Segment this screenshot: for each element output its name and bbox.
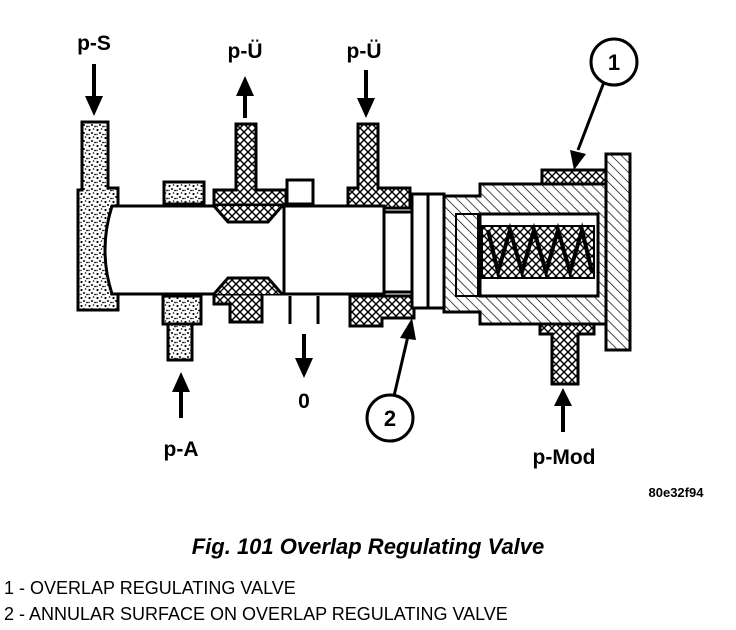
arrow-pu-right-in: [357, 70, 375, 118]
pa-port-channel: [161, 294, 203, 326]
callout-2-leader: [392, 318, 416, 397]
callout-1-leader: [570, 81, 606, 170]
exhaust-port: [285, 178, 315, 206]
label-pu-left: p-Ü: [228, 40, 263, 63]
valve-diagram: 1 2 p-S p-Ü p-Ü p-A 0 p-Mod 80e32f94: [76, 32, 705, 500]
label-pu-right: p-Ü: [347, 40, 382, 63]
regulating-piston: [455, 213, 479, 297]
label-ps: p-S: [77, 32, 111, 55]
arrow-pa-in: [172, 372, 190, 418]
end-plate: [604, 152, 632, 352]
label-pmod: p-Mod: [533, 446, 596, 469]
image-code: 80e32f94: [649, 485, 705, 500]
label-exhaust-zero: 0: [298, 390, 310, 413]
arrow-ps-in: [85, 64, 103, 116]
legend-item-1: 1 - OVERLAP REGULATING VALVE: [4, 578, 296, 598]
arrow-pmod-in: [554, 388, 572, 432]
annular-surface: [410, 192, 430, 310]
callout-1-circle: [589, 37, 639, 87]
callout-2-number: 2: [384, 406, 396, 431]
spring: [486, 222, 594, 280]
arrow-exhaust-out: [295, 334, 313, 378]
pu-left-port-channel: [212, 122, 288, 207]
legend-item-2: 2 - ANNULAR SURFACE ON OVERLAP REGULATIN…: [4, 604, 508, 624]
supply-block-top: [162, 180, 206, 206]
figure-caption: Fig. 101 Overlap Regulating Valve: [191, 534, 545, 559]
pmod-port-channel: [538, 322, 596, 386]
label-pa: p-A: [164, 438, 199, 461]
pu-right-port-channel: [346, 122, 412, 210]
arrow-pu-left-out: [236, 76, 254, 118]
callout-1-number: 1: [608, 50, 620, 75]
callout-2-circle: [365, 393, 415, 443]
